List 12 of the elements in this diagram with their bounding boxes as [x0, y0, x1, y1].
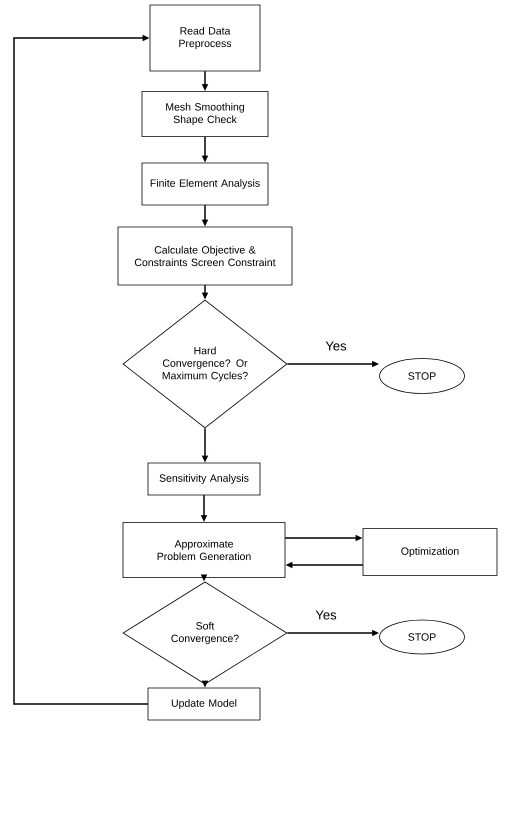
edge-label: Yes: [314, 609, 338, 621]
process-box: Optimization: [362, 528, 498, 576]
process-box: Mesh Smoothing Shape Check: [142, 91, 268, 137]
process-box: Update Model: [148, 688, 260, 720]
process-box: Read Data Preprocess: [150, 4, 260, 72]
terminal-oval: STOP: [379, 620, 465, 654]
terminal-oval: STOP: [379, 358, 465, 394]
process-box: Sensitivity Analysis: [148, 462, 260, 496]
process-box: Approximate Problem Generation: [122, 522, 286, 578]
process-box: Calculate Objective & Constraints Screen Constraint: [118, 226, 292, 286]
edge-label: Yes: [324, 340, 348, 352]
process-box: Finite Element Analysis: [142, 162, 268, 206]
